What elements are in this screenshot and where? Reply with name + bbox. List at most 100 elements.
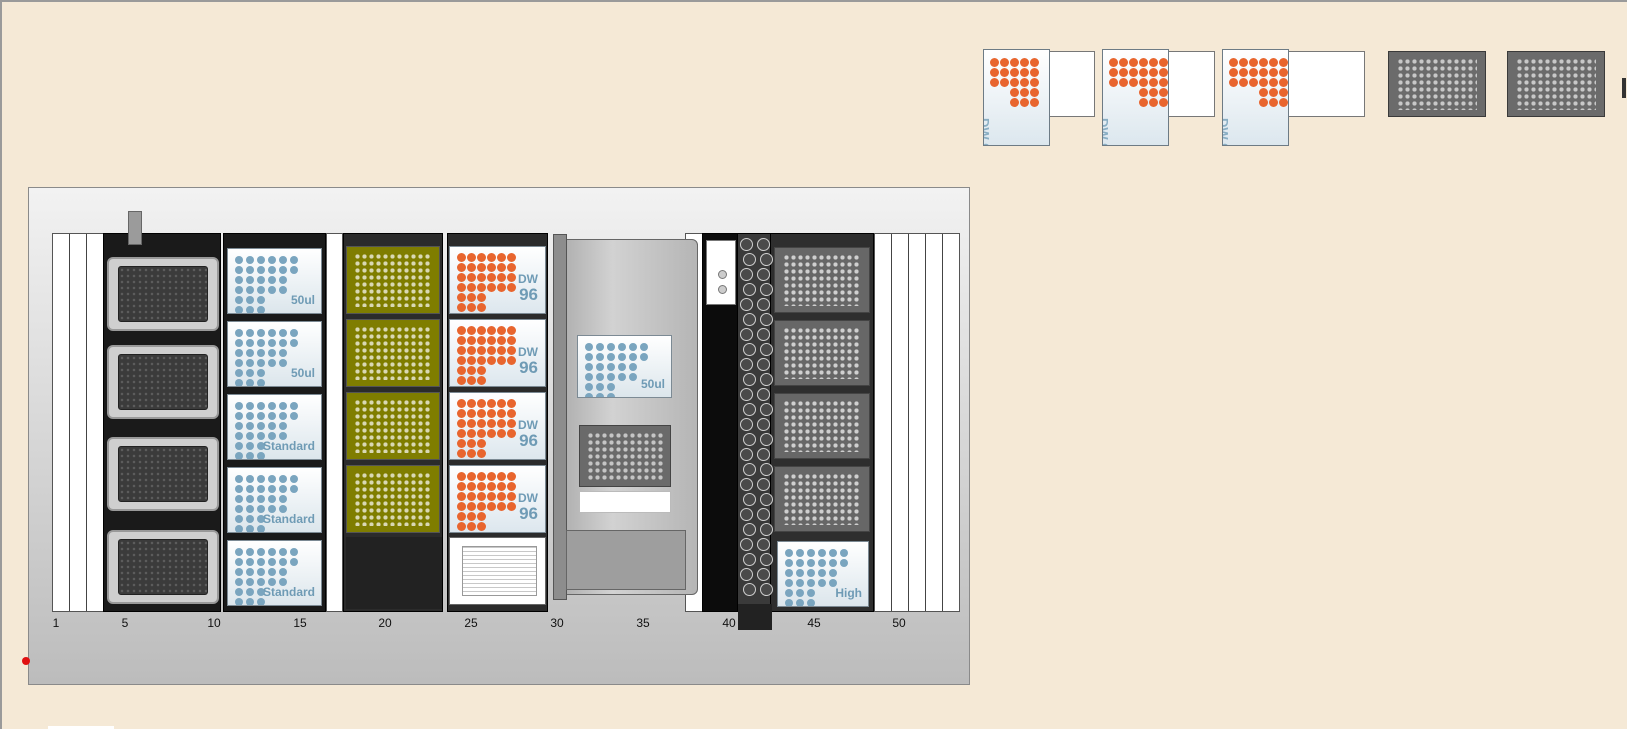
tip-well bbox=[235, 266, 243, 274]
shelf-grey-plate-2[interactable] bbox=[1507, 51, 1605, 117]
microplate-olive-1[interactable] bbox=[346, 246, 440, 314]
tube-position[interactable] bbox=[757, 328, 770, 341]
tube-position[interactable] bbox=[757, 448, 770, 461]
tube-position[interactable] bbox=[760, 523, 773, 536]
tube-position[interactable] bbox=[760, 283, 773, 296]
deepwell-plate-2[interactable]: DW 96 bbox=[449, 319, 546, 387]
tube-position[interactable] bbox=[740, 268, 753, 281]
tube-position[interactable] bbox=[760, 463, 773, 476]
shelf-grey-plate-1[interactable] bbox=[1388, 51, 1486, 117]
tip-well bbox=[246, 256, 254, 264]
tube-position[interactable] bbox=[743, 373, 756, 386]
tip-well bbox=[585, 393, 593, 397]
tube-position[interactable] bbox=[760, 553, 773, 566]
deepwell-well bbox=[497, 492, 506, 501]
tube-position[interactable] bbox=[743, 253, 756, 266]
shelf-slot-2[interactable] bbox=[1163, 51, 1215, 117]
barcode-reader[interactable] bbox=[706, 240, 736, 305]
microplate-olive-3[interactable] bbox=[346, 392, 440, 460]
tipbox-standard-1[interactable]: Standard bbox=[227, 394, 322, 460]
shelf-dw-plate-1[interactable]: DW 96 bbox=[983, 49, 1050, 146]
track-number-15: 15 bbox=[293, 616, 307, 630]
tube-position[interactable] bbox=[743, 583, 756, 596]
dw-label-bottom: 96 bbox=[519, 285, 538, 304]
reservoir-trough-1[interactable] bbox=[107, 257, 219, 331]
tipbox-standard-3[interactable]: Standard bbox=[227, 540, 322, 606]
tip-well bbox=[290, 412, 298, 420]
tip-well bbox=[279, 432, 287, 440]
tube-position[interactable] bbox=[740, 238, 753, 251]
tube-position[interactable] bbox=[757, 268, 770, 281]
filter-block[interactable] bbox=[449, 537, 546, 605]
tube-position[interactable] bbox=[757, 298, 770, 311]
tube-position[interactable] bbox=[743, 523, 756, 536]
tube-position[interactable] bbox=[760, 493, 773, 506]
deepwell-plate-1[interactable]: DW 96 bbox=[449, 246, 546, 314]
tube-position[interactable] bbox=[757, 478, 770, 491]
tipbox-50ul-1[interactable]: 50ul bbox=[227, 248, 322, 314]
shaker-microplate[interactable] bbox=[579, 425, 671, 487]
tube-position[interactable] bbox=[740, 418, 753, 431]
deepwell-well bbox=[497, 399, 506, 408]
tube-position[interactable] bbox=[743, 463, 756, 476]
status-tab[interactable] bbox=[48, 726, 114, 729]
tip-well bbox=[840, 559, 848, 567]
tube-position[interactable] bbox=[740, 538, 753, 551]
microplate-grey-4[interactable] bbox=[774, 466, 870, 532]
tube-position[interactable] bbox=[760, 403, 773, 416]
edge-handle[interactable] bbox=[1622, 78, 1626, 98]
tube-position[interactable] bbox=[740, 388, 753, 401]
tube-position[interactable] bbox=[743, 343, 756, 356]
tube-position[interactable] bbox=[743, 313, 756, 326]
tube-position[interactable] bbox=[740, 478, 753, 491]
tube-position[interactable] bbox=[743, 283, 756, 296]
shelf-dw-plate-2[interactable]: DW 96 bbox=[1102, 49, 1169, 146]
tube-position[interactable] bbox=[743, 433, 756, 446]
tube-position[interactable] bbox=[757, 238, 770, 251]
deepwell-well bbox=[457, 439, 466, 448]
tipbox-standard-2[interactable]: Standard bbox=[227, 467, 322, 533]
tube-position[interactable] bbox=[740, 298, 753, 311]
reservoir-trough-3[interactable] bbox=[107, 437, 219, 511]
shelf-dw-plate-3[interactable]: DW 96 bbox=[1222, 49, 1289, 146]
microplate-olive-4[interactable] bbox=[346, 465, 440, 533]
tube-position[interactable] bbox=[740, 568, 753, 581]
tube-position[interactable] bbox=[757, 388, 770, 401]
microplate-grey-2[interactable] bbox=[774, 320, 870, 386]
tipbox-high[interactable]: High bbox=[777, 541, 869, 607]
tube-position[interactable] bbox=[757, 418, 770, 431]
tube-position[interactable] bbox=[760, 343, 773, 356]
tube-position[interactable] bbox=[757, 538, 770, 551]
tube-position[interactable] bbox=[760, 583, 773, 596]
tip-well bbox=[235, 412, 243, 420]
tube-position[interactable] bbox=[760, 253, 773, 266]
deepwell-plate-4[interactable]: DW 96 bbox=[449, 465, 546, 533]
tube-rack[interactable] bbox=[740, 238, 773, 608]
tip-well bbox=[246, 369, 254, 377]
deepwell-plate-3[interactable]: DW 96 bbox=[449, 392, 546, 460]
tube-position[interactable] bbox=[757, 358, 770, 371]
tube-position[interactable] bbox=[757, 508, 770, 521]
tube-position[interactable] bbox=[740, 448, 753, 461]
tube-position[interactable] bbox=[743, 403, 756, 416]
microplate-grey-1[interactable] bbox=[774, 247, 870, 313]
tube-position[interactable] bbox=[740, 328, 753, 341]
reservoir-trough-2[interactable] bbox=[107, 345, 219, 419]
microplate-grey-3[interactable] bbox=[774, 393, 870, 459]
reservoir-trough-4[interactable] bbox=[107, 530, 219, 604]
shelf-slot-1[interactable] bbox=[1043, 51, 1095, 117]
tube-position[interactable] bbox=[760, 433, 773, 446]
tube-position[interactable] bbox=[743, 553, 756, 566]
tube-position[interactable] bbox=[740, 358, 753, 371]
tube-position[interactable] bbox=[740, 508, 753, 521]
tube-position[interactable] bbox=[743, 493, 756, 506]
tipbox-50ul-2[interactable]: 50ul bbox=[227, 321, 322, 387]
shelf-slot-3[interactable] bbox=[1285, 51, 1365, 117]
tip-well bbox=[246, 349, 254, 357]
microplate-olive-2[interactable] bbox=[346, 319, 440, 387]
tube-position[interactable] bbox=[760, 313, 773, 326]
tube-position[interactable] bbox=[757, 568, 770, 581]
deepwell-well bbox=[457, 356, 466, 365]
shaker-tipbox-50ul[interactable]: 50ul bbox=[577, 335, 672, 398]
tube-position[interactable] bbox=[760, 373, 773, 386]
